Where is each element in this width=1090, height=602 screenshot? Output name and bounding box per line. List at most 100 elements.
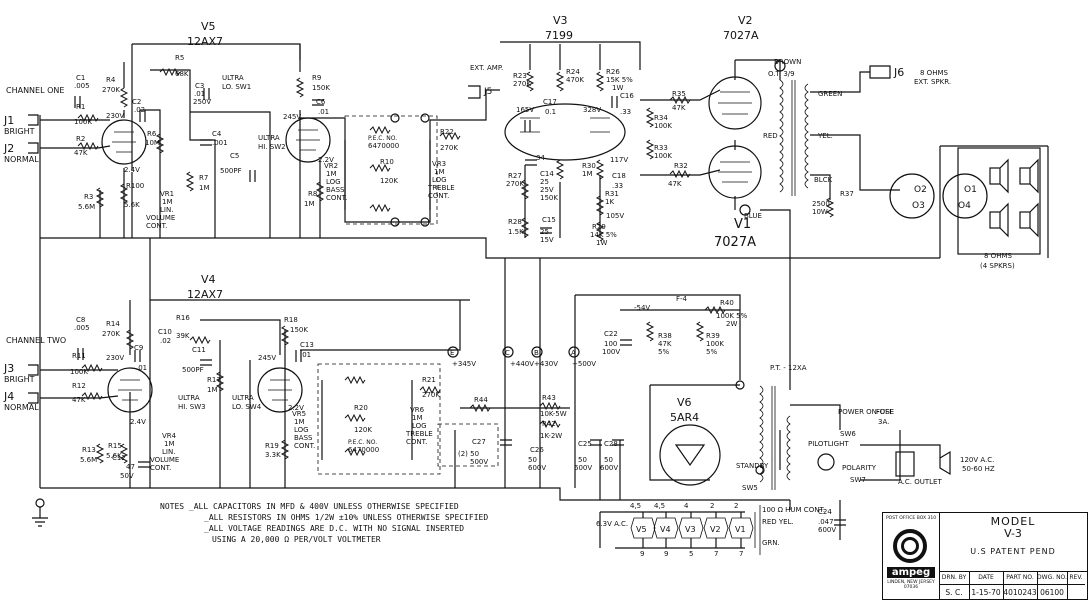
svg-text:10M: 10M [145, 139, 160, 147]
svg-text:245V: 245V [283, 113, 301, 121]
svg-text:47K: 47K [672, 104, 686, 112]
svg-text:C24: C24 [818, 508, 832, 516]
tube-v1-label: V1 [734, 217, 751, 232]
svg-text:1M: 1M [164, 440, 175, 448]
tube-v2 [708, 76, 762, 130]
patent-text: U.S PATENT PEND [970, 547, 1056, 556]
driver-labels: R23 270K R24 470K R26 15K 5% 1W R27 270K… [470, 64, 688, 247]
svg-text:6470000: 6470000 [348, 446, 379, 454]
tube-v2-label: V2 [738, 14, 753, 27]
svg-text:150K: 150K [312, 84, 330, 92]
svg-text:ULTRA: ULTRA [178, 394, 200, 402]
svg-text:1M: 1M [434, 168, 445, 176]
tube-v5-label: V5 [201, 20, 216, 33]
svg-text:100V: 100V [602, 348, 620, 356]
j3-bright: BRIGHT [4, 375, 35, 384]
node-c [502, 346, 514, 358]
ac-plug [939, 450, 951, 476]
heater-string [599, 505, 761, 555]
svg-text:.047: .047 [818, 518, 834, 526]
svg-text:LO. SW4: LO. SW4 [232, 403, 262, 411]
svg-text:R29: R29 [592, 223, 606, 231]
svg-text:R13: R13 [82, 446, 96, 454]
svg-text:270K: 270K [506, 180, 524, 188]
power-labels: R40 100K 5% 2W F-4 -54V R38 47K 5% R39 1… [474, 295, 995, 558]
svg-text:39K: 39K [176, 332, 190, 340]
notes-line-4: USING A 20,000 Ω PER/VOLT VOLTMETER [212, 535, 381, 544]
svg-text:100: 100 [604, 340, 617, 348]
svg-text:J6: J6 [893, 66, 904, 79]
j4-label: J4 [3, 390, 14, 403]
svg-text:165V: 165V [516, 106, 534, 114]
connector-male [889, 173, 935, 219]
logo-word: ampeg [887, 567, 935, 578]
svg-text:LOG: LOG [412, 422, 427, 430]
svg-text:100 Ω HUM CONT.: 100 Ω HUM CONT. [762, 506, 825, 514]
j1-bright: BRIGHT [4, 127, 35, 136]
svg-text:4: 4 [684, 502, 689, 510]
svg-text:STANDBY: STANDBY [736, 462, 769, 470]
ac-outlet [895, 451, 915, 477]
svg-text:GREEN: GREEN [818, 90, 842, 98]
svg-text:R7: R7 [199, 174, 208, 182]
svg-text:TREBLE: TREBLE [405, 430, 433, 438]
svg-text:150K: 150K [540, 194, 558, 202]
svg-text:.33: .33 [620, 108, 631, 116]
svg-text:328V: 328V [583, 106, 601, 114]
svg-text:R1: R1 [76, 103, 85, 111]
svg-text:POWER ON-OFF: POWER ON-OFF [838, 408, 893, 416]
svg-text:P.T. - 12XA: P.T. - 12XA [770, 364, 807, 372]
svg-text:R38: R38 [658, 332, 672, 340]
svg-text:3.3K: 3.3K [265, 451, 281, 459]
grid-col-part: PART NO.4010243 [1003, 572, 1038, 600]
svg-text:100K: 100K [74, 118, 92, 126]
svg-text:ULTRA: ULTRA [222, 74, 244, 82]
svg-text:+430V: +430V [534, 360, 558, 368]
svg-text:EXT. AMP.: EXT. AMP. [470, 64, 503, 72]
svg-text:500PF: 500PF [182, 366, 204, 374]
svg-text:LIN.: LIN. [160, 206, 173, 214]
svg-text:ULTRA: ULTRA [232, 394, 254, 402]
tube-v4 [107, 367, 153, 413]
node-a-label: A [571, 349, 576, 357]
svg-text:245V: 245V [258, 354, 276, 362]
tube-v1 [708, 145, 762, 199]
svg-text:117V: 117V [610, 156, 628, 164]
svg-text:8 OHMS: 8 OHMS [984, 252, 1012, 260]
channel-one-label: CHANNEL ONE [6, 86, 64, 95]
svg-text:.01: .01 [136, 364, 147, 372]
svg-text:C13: C13 [300, 341, 314, 349]
svg-text:5.6K: 5.6K [106, 452, 122, 460]
svg-text:CONT.: CONT. [428, 192, 449, 200]
svg-text:.001: .001 [212, 139, 228, 147]
j6-jack [869, 65, 891, 79]
svg-text:47K: 47K [668, 180, 682, 188]
svg-text:47K: 47K [658, 340, 672, 348]
svg-text:R2: R2 [76, 135, 85, 143]
svg-text:CONT.: CONT. [326, 194, 347, 202]
svg-text:R5: R5 [175, 54, 184, 62]
svg-text:PILOTLIGHT: PILOTLIGHT [808, 440, 849, 448]
svg-text:C16: C16 [620, 92, 634, 100]
svg-text:VR1: VR1 [160, 190, 174, 198]
tube-v6-label: V6 [677, 396, 692, 409]
svg-text:100K: 100K [706, 340, 724, 348]
svg-text:5.6M: 5.6M [80, 456, 97, 464]
svg-text:VR3: VR3 [432, 160, 446, 168]
svg-text:2: 2 [710, 502, 714, 510]
svg-text:VR4: VR4 [162, 432, 177, 440]
svg-text:.01: .01 [300, 351, 311, 359]
svg-text:R21: R21 [422, 376, 436, 384]
svg-text:270K: 270K [440, 144, 458, 152]
svg-text:BASS: BASS [326, 186, 345, 194]
svg-text:10W: 10W [812, 208, 828, 216]
ampeg-logo: POST OFFICE BOX 310 ampeg LINDEN, NEW JE… [883, 513, 940, 599]
logo-pobox: POST OFFICE BOX 310 [885, 516, 937, 521]
svg-text:5: 5 [689, 550, 693, 558]
svg-text:CONT.: CONT. [150, 464, 171, 472]
svg-text:+345V: +345V [452, 360, 476, 368]
svg-text:TREBLE: TREBLE [427, 184, 455, 192]
svg-text:270K: 270K [102, 86, 120, 94]
svg-text:P.E.C. NO.: P.E.C. NO. [348, 439, 377, 446]
